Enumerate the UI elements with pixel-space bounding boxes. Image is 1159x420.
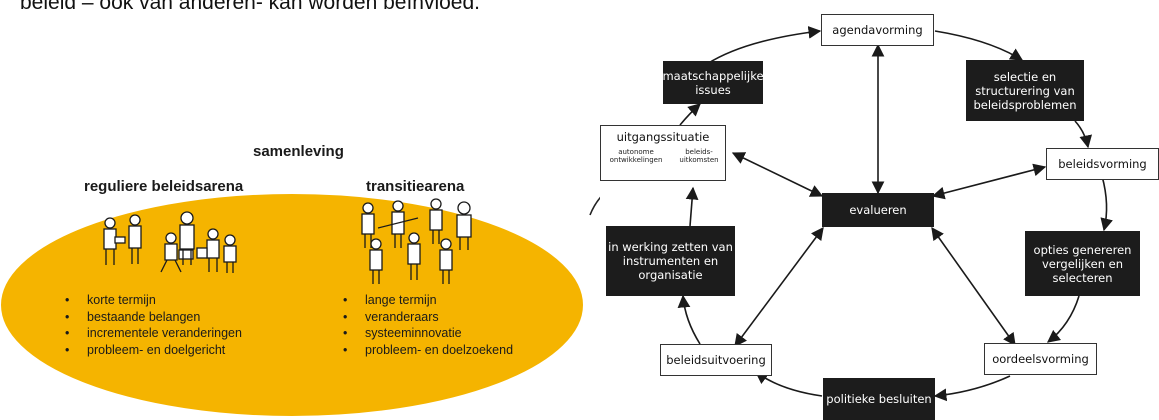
beleidsuitvoering-node: beleidsuitvoering (660, 344, 772, 376)
header-text: beleid – ook van anderen- kan worden beï… (20, 0, 480, 14)
politieke-besluiten-node: politieke besluiten (823, 378, 935, 420)
arrow-agenda-to-selectie (934, 30, 1024, 61)
ellipse-shape (0, 192, 585, 418)
opties-genereren-node: opties genereren vergelijken en selecter… (1025, 231, 1140, 296)
autonome-ontwikkelingen-label: autonome ontwikkelingen (609, 148, 663, 164)
arrow-oordeelsvorming-to-politieke (933, 375, 1011, 402)
arrow-to-uitgangssituatie (589, 196, 600, 216)
selectie-structurering-node: selectie en structurering van beleidspro… (966, 60, 1084, 121)
list-item: veranderaars (343, 309, 513, 326)
society-ellipse (0, 192, 600, 418)
arrow-evalueren-uitgangssituatie (731, 152, 824, 197)
list-item: lange termijn (343, 292, 513, 309)
maatschappelijke-issues-node: maatschappelijke issues (662, 61, 764, 104)
right-arena-heading: transitiearena (366, 178, 465, 195)
uitgangssituatie-title: uitgangssituatie (616, 130, 710, 144)
arrow-issues-to-agenda (706, 26, 822, 65)
left-arena-list: korte termijn bestaande belangen increme… (65, 292, 242, 358)
right-arena-list: lange termijn veranderaars systeeminnova… (343, 292, 513, 358)
in-werking-zetten-node: in werking zetten van instrumenten en or… (606, 226, 735, 296)
arrow-evalueren-beleidsvorming (931, 163, 1047, 200)
arrow-evalueren-oordeelsvorming (931, 226, 1016, 347)
list-item: systeeminnovatie (343, 325, 513, 342)
transition-arena-people-illustration (361, 198, 472, 284)
list-item: probleem- en doelzoekend (343, 342, 513, 359)
evalueren-node: evalueren (822, 193, 934, 227)
list-item: incrementele veranderingen (65, 325, 242, 342)
ellipse-title: samenleving (253, 143, 344, 160)
arrow-beleidsvorming-to-opties (1100, 175, 1113, 232)
arrow-evalueren-beleidsuitvoering (734, 226, 824, 348)
list-item: korte termijn (65, 292, 242, 309)
agendavorming-node: agendavorming (821, 14, 934, 46)
arrow-inwerking-to-uitgangssituatie (685, 186, 699, 227)
left-arena-heading: reguliere beleidsarena (84, 178, 244, 195)
list-item: bestaande belangen (65, 309, 242, 326)
arrow-opties-to-oordeelsvorming (1046, 295, 1080, 343)
regular-arena-people-illustration (103, 211, 237, 273)
arrow-uitgangssituatie-to-issues (679, 103, 701, 126)
arrow-beleidsuitvoering-to-inwerking (677, 294, 701, 345)
list-item: probleem- en doelgericht (65, 342, 242, 359)
arrow-selectie-to-beleidsvorming (1074, 120, 1093, 149)
uitgangssituatie-node: uitgangssituatie autonome ontwikkelingen… (600, 125, 726, 181)
beleidsuitkomsten-label: beleids- uitkomsten (679, 148, 719, 164)
oordeelsvorming-node: oordeelsvorming (984, 343, 1097, 375)
beleidsvorming-node: beleidsvorming (1046, 148, 1159, 180)
